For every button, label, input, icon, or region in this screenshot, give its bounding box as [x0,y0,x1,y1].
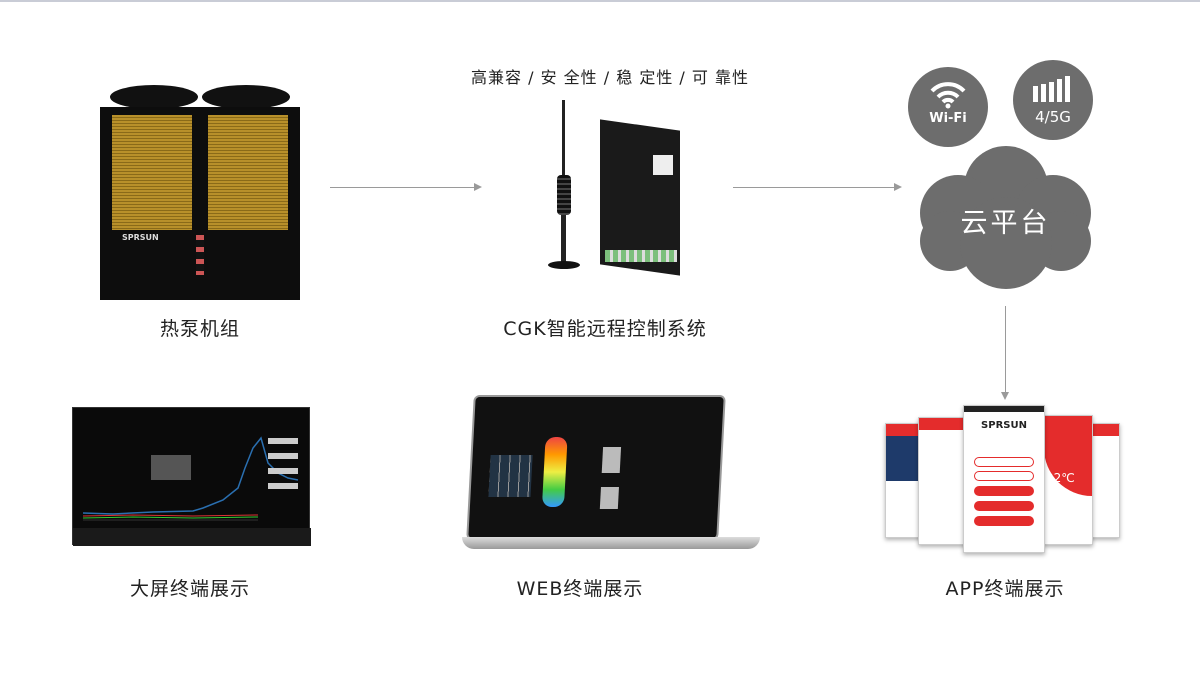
wifi-badge: Wi-Fi [908,67,988,147]
heat-pump-image: SPRSUN [100,85,300,300]
big-screen-label: 大屏终端展示 [129,578,250,600]
arrow-heatpump-to-controller [330,183,482,191]
app-label: APP终端展示 [945,578,1065,600]
cellular-label: 4/5G [1035,108,1071,126]
heat-pump-logo: SPRSUN [122,233,159,242]
big-screen-image [72,407,311,546]
app-phones-image: 22℃ SPRSUN [885,405,1120,553]
heat-pump-label: 热泵机组 [159,318,240,340]
cellular-badge: 4/5G [1013,60,1093,140]
arrow-cloud-to-terminals [1001,306,1009,400]
cloud-platform: 云平台 [918,143,1093,291]
wifi-icon [930,82,966,109]
web-laptop-image [462,395,760,553]
arrow-controller-to-cloud [733,183,902,191]
cloud-label: 云平台 [960,208,1051,239]
top-divider [0,0,1200,2]
controller-image [545,95,690,276]
signal-bars-icon [1033,76,1070,102]
controller-label: CGK智能远程控制系统 [503,318,707,340]
cloud-icon [920,146,1091,289]
web-label: WEB终端展示 [516,578,644,600]
app-logo: SPRSUN [981,420,1027,431]
wifi-label: Wi-Fi [929,111,967,126]
header-text: 高兼容 / 安 全性 / 稳 定性 / 可 靠性 [471,68,749,87]
app-temperature: 22℃ [1044,416,1092,496]
